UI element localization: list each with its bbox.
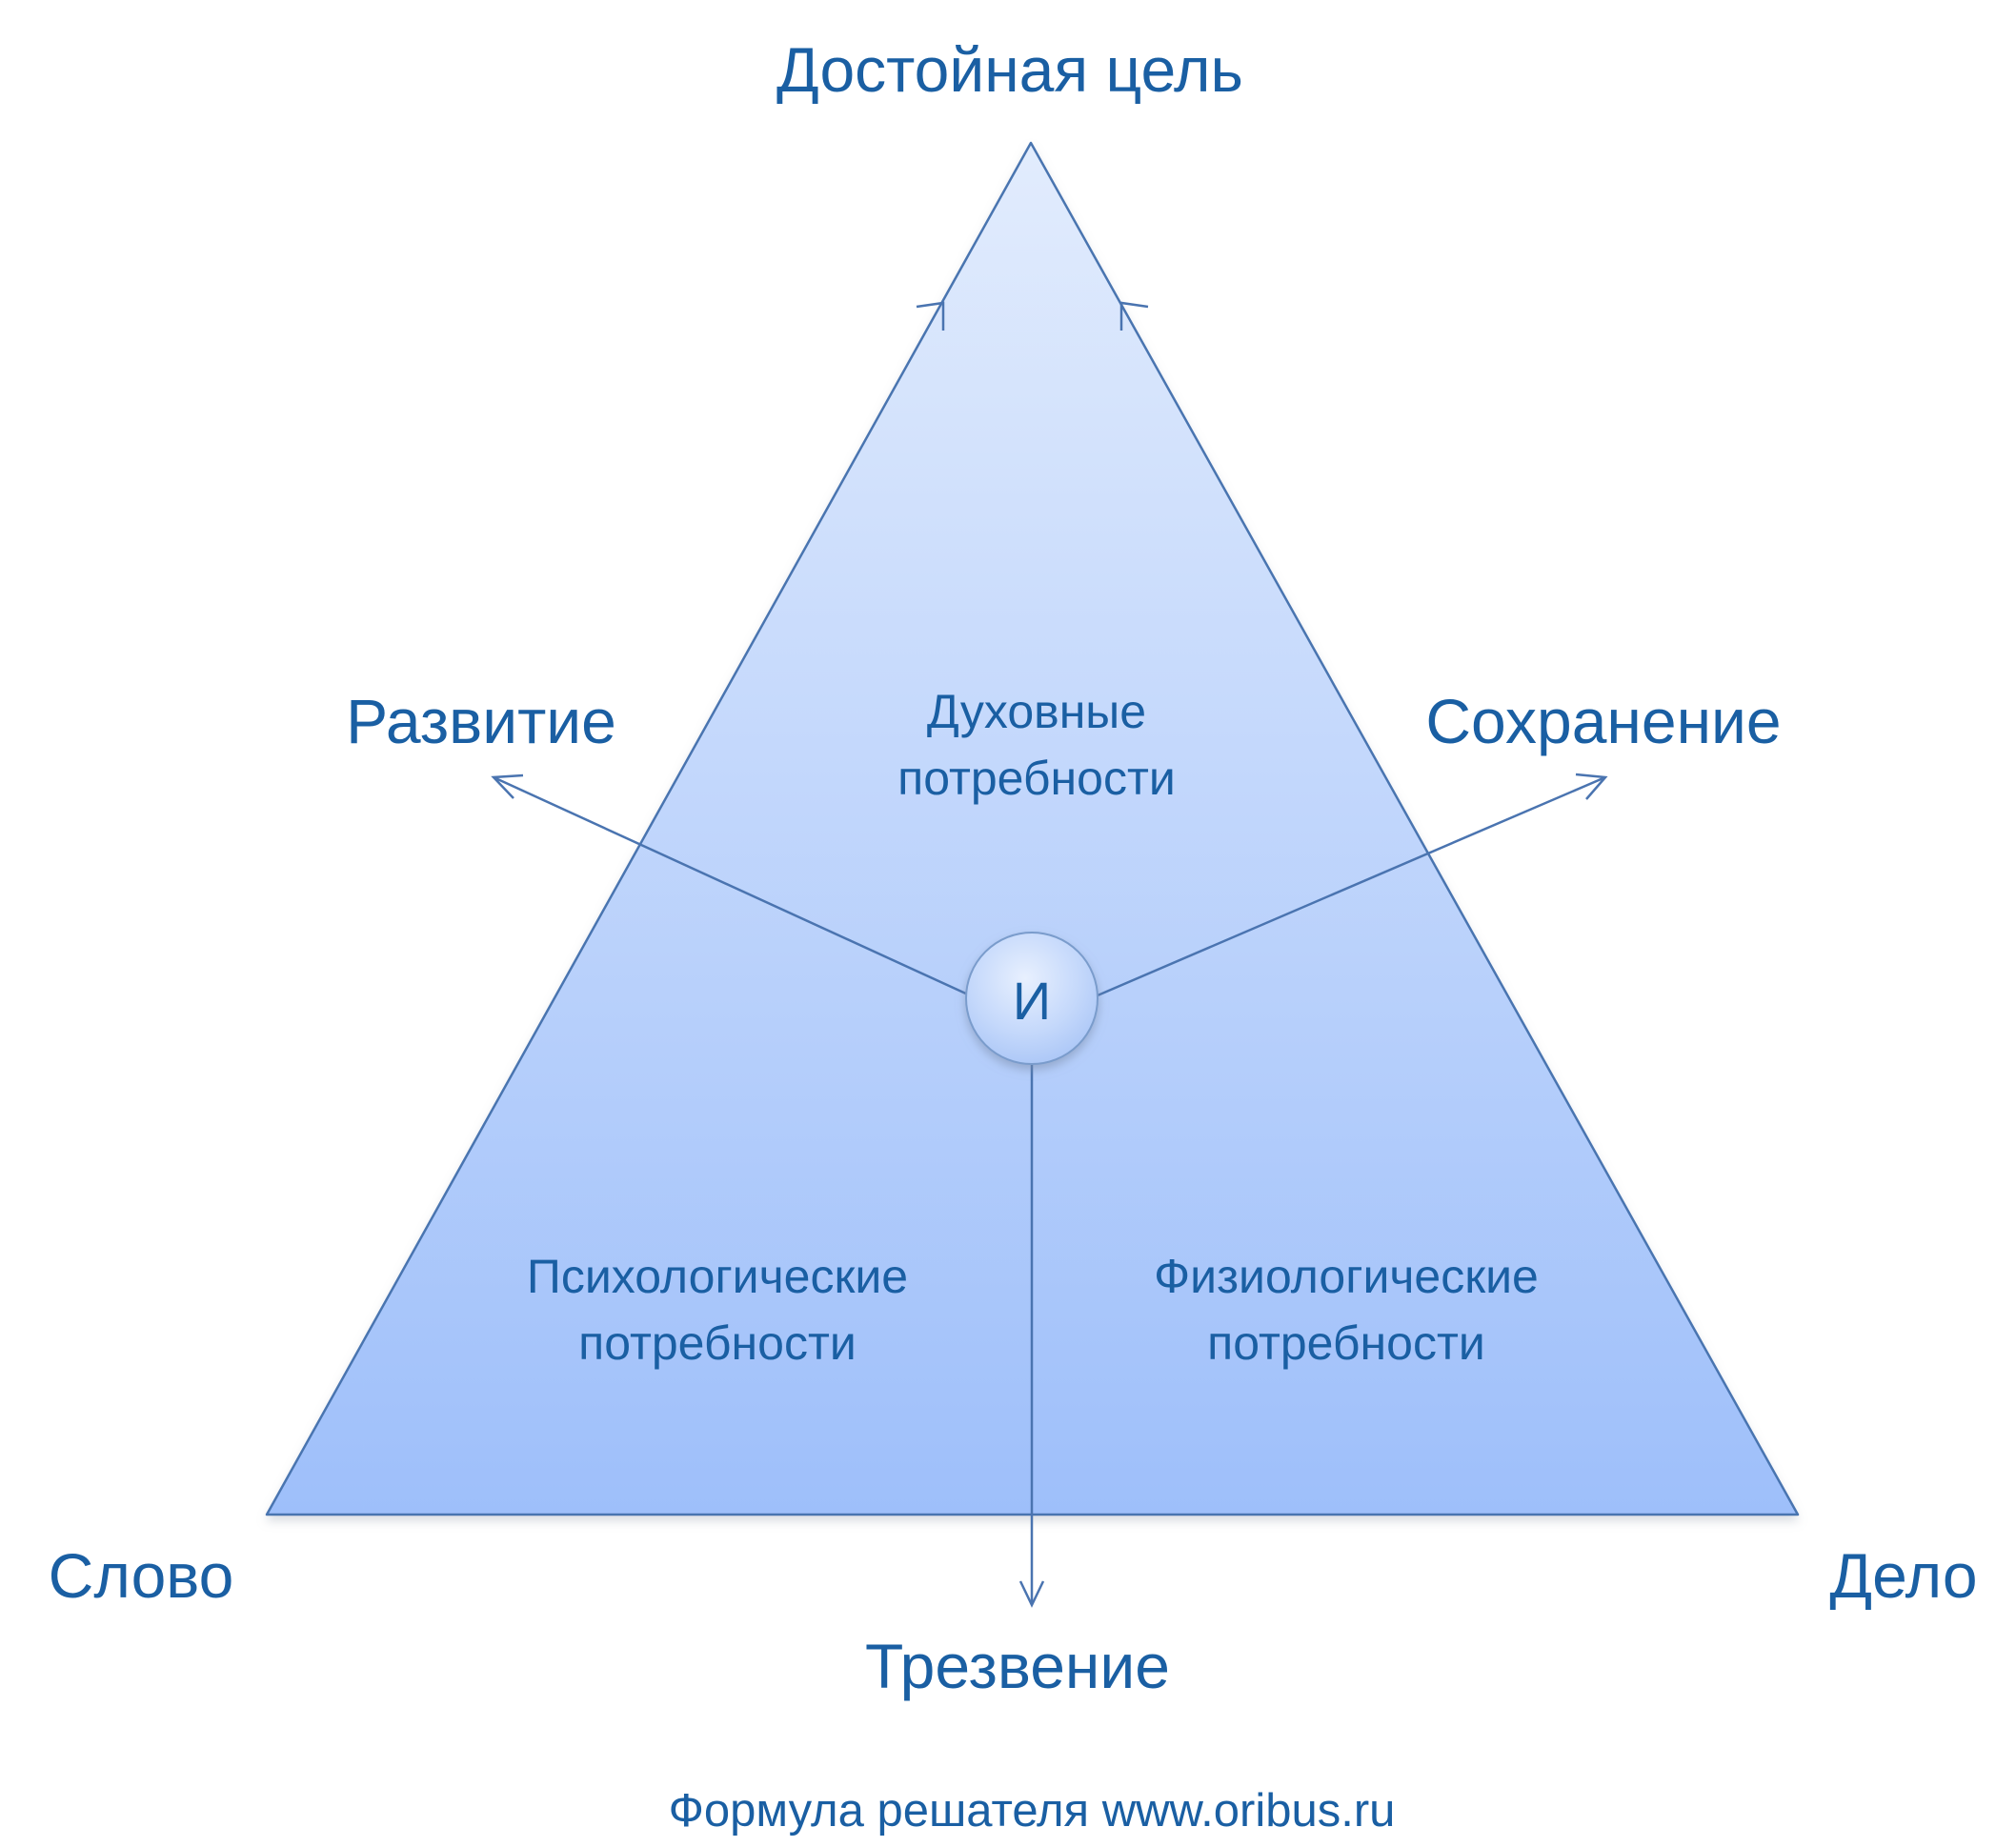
arrow-to-preservation-head (1575, 773, 1608, 800)
sobriety-label: Трезвение (865, 1631, 1170, 1701)
psychological-needs-line-2: потребности (578, 1316, 857, 1370)
spiritual-needs-line-1: Духовные (927, 685, 1146, 738)
arrow-to-sobriety-head (1018, 1580, 1045, 1608)
physiological-needs-line-1: Физиологические (1154, 1250, 1539, 1303)
word-label: Слово (49, 1540, 234, 1611)
arrow-to-development-head (491, 773, 524, 799)
preservation-label: Сохранение (1425, 686, 1781, 756)
psychological-needs-line-1: Психологические (527, 1250, 908, 1303)
arrow-to-preservation (1097, 775, 1606, 997)
left-side-arrowhead (916, 301, 945, 331)
right-side-arrowhead (1119, 301, 1149, 331)
physiological-needs-line-2: потребности (1207, 1316, 1485, 1370)
development-label: Развитие (346, 686, 616, 756)
center-letter: И (1013, 971, 1051, 1031)
apex-label: Достойная цель (776, 34, 1243, 105)
center-circle (965, 932, 1099, 1065)
footer-caption: Формула решателя www.oribus.ru (669, 1785, 1396, 1837)
spiritual-needs-line-2: потребности (897, 752, 1176, 805)
deed-label: Дело (1829, 1540, 1977, 1611)
arrow-to-development (493, 775, 971, 997)
